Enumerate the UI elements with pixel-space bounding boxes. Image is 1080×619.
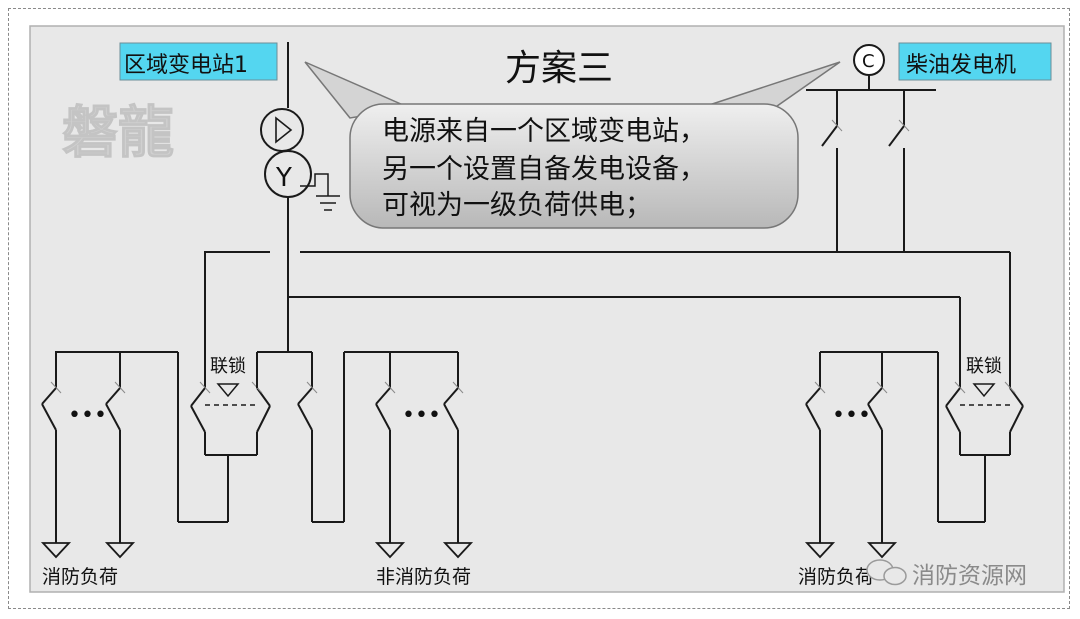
diagram-title: 方案三 — [505, 48, 613, 89]
callout-line-3: 可视为一级负荷供电； — [382, 190, 652, 221]
interlock-left-switch-a — [190, 387, 206, 407]
fire-left-switch-1 — [41, 387, 57, 405]
generator-label: 柴油发电机 — [906, 53, 1016, 78]
interlock-right-icon — [972, 383, 996, 398]
callout-line-2: 另一个设置自备发电设备， — [382, 154, 706, 185]
wye-symbol: Y — [275, 163, 292, 193]
source-label-box — [119, 42, 278, 81]
nonfire-load-label: 非消防负荷 — [376, 566, 471, 588]
interlock-left-label: 联锁 — [210, 356, 246, 377]
fire-right-ellipsis: ••• — [832, 403, 871, 428]
source-label: 区域变电站1 — [124, 53, 248, 78]
generator-label-box — [898, 42, 1052, 81]
interlock-right-label: 联锁 — [966, 356, 1002, 377]
interlock-right-switch-a — [945, 387, 961, 407]
nonfire-switch-2 — [443, 387, 459, 405]
watermark-text: 磐龍 — [62, 101, 174, 166]
interlock-left-icon — [216, 383, 240, 398]
nonfire-ellipsis: ••• — [402, 403, 441, 428]
interlock-left-switch-b — [256, 387, 271, 407]
nonfire-switch-1 — [375, 387, 391, 405]
delta-icon — [275, 116, 293, 144]
mid-switch — [297, 387, 313, 405]
fire-left-load-label: 消防负荷 — [42, 566, 118, 588]
fire-right-switch-2 — [867, 387, 883, 405]
dashed-frame — [8, 8, 1070, 609]
brand-badge: 消防资源网 — [866, 559, 1027, 589]
brand-text: 消防资源网 — [912, 563, 1027, 589]
fire-left-ellipsis: ••• — [68, 403, 107, 428]
callout-line-1: 电源来自一个区域变电站， — [382, 116, 706, 147]
gen-switch-2 — [888, 125, 905, 147]
callout-bubble — [349, 103, 799, 229]
fire-right-switch-1 — [805, 387, 821, 405]
interlock-right-switch-b — [1009, 387, 1024, 407]
fire-left-switch-2 — [105, 387, 121, 405]
fire-right-load-label: 消防负荷 — [798, 566, 874, 588]
gen-switch-1 — [821, 125, 838, 147]
generator-symbol: C — [862, 51, 875, 72]
